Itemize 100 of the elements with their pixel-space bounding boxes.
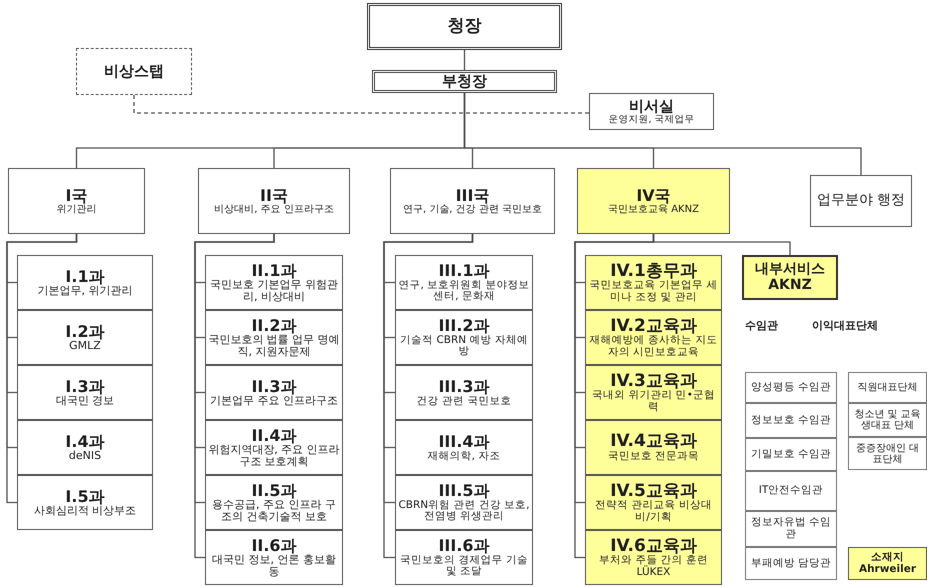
column-heading: 이익대표단체 <box>812 318 878 333</box>
division-box <box>205 420 343 475</box>
unit-title: I국 <box>66 186 88 204</box>
division-box <box>395 420 533 475</box>
officer-box: 정보보호 수임관 <box>745 403 837 438</box>
division-box <box>585 475 722 530</box>
unit-title: III.3과 <box>438 378 490 396</box>
connector-line <box>383 234 474 558</box>
unit-title: IV.6교육과 <box>610 536 697 556</box>
unit-title: III.4과 <box>438 432 490 451</box>
division-box <box>205 310 343 365</box>
unit-duties: 연구, 기술, 건강 관련 국민보호 <box>402 204 544 216</box>
unit-duties: 기술적 CBRN 예방 자체예방 <box>399 334 529 358</box>
division-box <box>395 255 533 310</box>
officer-box: 소재지 Ahrweiler <box>848 547 927 580</box>
division-box <box>17 255 153 310</box>
division-box <box>17 420 153 475</box>
officer-box: 양성평등 수임관 <box>745 372 837 403</box>
office-box: 청장 <box>367 3 562 50</box>
officer-box: 직원대표단체 <box>848 372 927 403</box>
unit-duties: 부처와 주들 간의 훈련 LÜKEX <box>598 555 709 578</box>
department-box <box>8 168 145 234</box>
officer-box: 정보자유법 수임관 <box>745 511 837 547</box>
division-box <box>585 310 722 365</box>
officer-box: 청소년 및 교육생대표 단체 <box>848 403 927 437</box>
connector-line <box>464 50 466 70</box>
unit-title: II.6과 <box>251 536 297 554</box>
division-box <box>395 310 533 365</box>
connector-line <box>652 234 791 255</box>
unit-duties: 기본업무 주요 인프라구조 <box>209 395 339 408</box>
unit-duties: 국민보호의 경제업무 기술 및 조달 <box>399 554 529 578</box>
division-box <box>17 310 153 365</box>
division-box <box>17 475 153 530</box>
unit-duties: 연구, 보호위원회 분야정보센터, 문화재 <box>397 280 530 303</box>
unit-title: 비서실 <box>629 98 674 115</box>
unit-title: III.5과 <box>438 482 490 500</box>
unit-duties: 국민보호 전문과목 <box>606 451 700 463</box>
unit-duties: 전략적 관리교육 비상대비/기획 <box>594 500 713 524</box>
unit-title: I.5과 <box>65 488 105 506</box>
division-box <box>395 530 533 585</box>
division-box <box>395 365 533 420</box>
division-box <box>585 255 722 310</box>
office-box: 비상스탭 <box>76 48 192 95</box>
department-box <box>577 168 730 234</box>
unit-title: III.2과 <box>438 317 490 335</box>
unit-duties: 재해예방에 종사하는 지도자의 시민보호교육 <box>588 335 718 358</box>
unit-title: IV.1총무과 <box>610 262 697 280</box>
office-box: 부청장 <box>372 70 557 93</box>
unit-title: II.2과 <box>251 316 297 334</box>
connector-line <box>464 93 862 175</box>
division-box <box>205 365 343 420</box>
dashed-connector-line <box>133 95 589 114</box>
unit-title: IV.4교육과 <box>610 432 697 452</box>
unit-duties: 운영지원, 국제업무 <box>607 114 696 125</box>
unit-duties: 위기관리 <box>56 204 98 216</box>
unit-duties: 국민보호교육 AKNZ <box>607 204 700 216</box>
division-box <box>585 530 722 585</box>
unit-title: II국 <box>260 186 288 204</box>
unit-duties: CBRN위험 관련 건강 보호, 전염병 위생관리 <box>397 500 531 523</box>
unit-duties: 용수공급, 주요 인프라 구조의 건축기술적 보호 <box>211 499 337 524</box>
unit-title: III.1과 <box>438 262 490 280</box>
unit-duties: 대국민 경보 <box>54 395 116 408</box>
department-box <box>390 168 555 234</box>
office-box <box>589 93 714 130</box>
unit-duties: 위험지역대장, 주요 인프라구조 보호계획 <box>207 444 341 468</box>
officer-box: 부패예방 담당관 <box>745 547 837 580</box>
division-box <box>585 365 722 420</box>
column-heading: 수임관 <box>745 318 778 333</box>
division-box <box>585 420 722 475</box>
unit-title: IV.3교육과 <box>610 372 697 390</box>
division-box <box>205 530 343 585</box>
unit-duties: deNIS <box>68 450 102 462</box>
unit-title: II.3과 <box>251 378 297 396</box>
connector-line <box>194 234 275 558</box>
officer-box: 기밀보호 수임관 <box>745 438 837 471</box>
unit-title: IV.2교육과 <box>610 316 697 336</box>
unit-duties: 기본업무, 위기관리 <box>36 285 134 298</box>
division-box <box>205 475 343 530</box>
unit-duties: 대국민 정보, 언론 홍보활동 <box>211 554 337 578</box>
unit-title: I.4과 <box>65 432 105 450</box>
division-box <box>205 255 343 310</box>
unit-duties: 국민보호교육 기본업무 세미나 조정 및 관리 <box>588 280 718 304</box>
unit-duties: 재해의학, 자조 <box>426 450 502 462</box>
unit-title: I.3과 <box>65 378 105 396</box>
officer-box: IT안전수임관 <box>745 471 837 511</box>
department-box: 업무분야 행정 <box>810 175 912 227</box>
unit-title: III국 <box>456 186 490 204</box>
division-box: 내부서비스 AKNZ <box>742 255 838 300</box>
unit-title: I.1과 <box>65 268 105 286</box>
department-box <box>198 168 350 234</box>
unit-duties: 국민보호 기본업무 위험관리, 비상대비 <box>209 279 339 304</box>
unit-title: IV국 <box>636 186 671 204</box>
unit-duties: 사회심리적 비상부조 <box>32 505 138 518</box>
unit-duties: 국내외 위기관리 민•군협력 <box>591 390 716 414</box>
unit-duties: 국민보호의 법률 업무 명예직, 지원자문제 <box>207 334 341 358</box>
division-box <box>395 475 533 530</box>
unit-title: IV.5교육과 <box>610 482 697 500</box>
connector-line <box>6 234 78 504</box>
division-box <box>17 365 153 420</box>
unit-title: II.1과 <box>251 262 297 280</box>
